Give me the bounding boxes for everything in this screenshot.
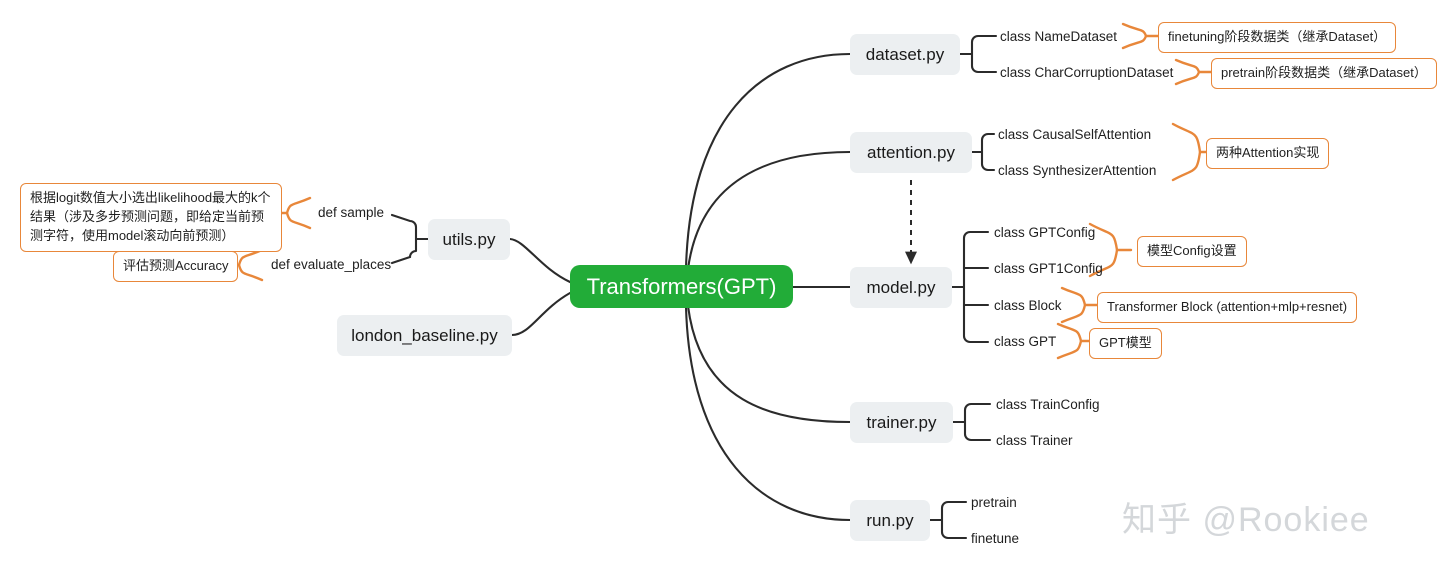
node-attention-py[interactable]: attention.py [850,132,972,173]
leaf-def-evaluate-places[interactable]: def evaluate_places [271,257,392,272]
node-trainer-py[interactable]: trainer.py [850,402,953,443]
edge-root-run [684,305,852,522]
leaf-class-gpt1config[interactable]: class GPT1Config [994,261,1103,276]
leaf-class-block[interactable]: class Block [994,298,1062,313]
node-run-py[interactable]: run.py [850,500,930,541]
leaf-class-gptconfig[interactable]: class GPTConfig [994,225,1096,240]
leaf-class-gpt[interactable]: class GPT [994,334,1057,349]
root-left-curves [508,237,572,337]
leaf-class-trainconfig[interactable]: class TrainConfig [996,397,1100,412]
leaf-class-charcorruptiondataset[interactable]: class CharCorruptionDataset [1000,65,1174,80]
leaf-class-synthesizerattention[interactable]: class SynthesizerAttention [998,163,1157,178]
brace-charcorruption [1174,58,1201,86]
brace-namedataset [1121,22,1148,50]
brace-evaluate [237,248,264,282]
leaf-pretrain[interactable]: pretrain [971,495,1017,510]
edge-root-utils [508,237,572,284]
brace-gpt [1056,322,1083,360]
edge-root-attention [686,150,852,271]
note-namedataset[interactable]: finetuning阶段数据类（继承Dataset） [1158,22,1397,53]
bracket-utils [390,213,430,265]
note-gpt-model[interactable]: GPT模型 [1089,328,1162,359]
orange-brace-connectors [227,22,1214,360]
node-dataset-py[interactable]: dataset.py [850,34,960,75]
edge-root-london [510,291,572,337]
note-evaluate-accuracy[interactable]: 评估预测Accuracy [113,251,239,282]
note-transformer-block[interactable]: Transformer Block (attention+mlp+resnet) [1097,292,1358,323]
bracket-trainer [951,402,992,442]
edge-root-dataset [684,52,852,270]
leaf-finetune[interactable]: finetune [971,531,1020,546]
node-utils-py[interactable]: utils.py [428,219,510,260]
note-charcorruption[interactable]: pretrain阶段数据类（继承Dataset） [1211,58,1437,89]
brace-block [1060,286,1087,324]
bracket-attention [970,132,996,172]
leaf-class-namedataset[interactable]: class NameDataset [1000,29,1118,44]
bracket-model [950,230,990,344]
bracket-dataset [958,34,998,74]
note-model-config[interactable]: 模型Config设置 [1137,236,1247,267]
root-branch-curves [684,52,852,522]
leaf-def-sample[interactable]: def sample [318,205,385,220]
edge-root-trainer [686,304,852,424]
leaf-class-trainer[interactable]: class Trainer [996,433,1073,448]
node-model-py[interactable]: model.py [850,267,952,308]
brace-sample [285,196,312,230]
brace-attention-pair [1171,122,1202,182]
note-attention-impl[interactable]: 两种Attention实现 [1206,138,1330,169]
watermark: 知乎 @Rookiee [1122,501,1370,539]
leaf-class-causalselfattention[interactable]: class CausalSelfAttention [998,127,1152,142]
bracket-run [928,500,968,540]
root-node[interactable]: Transformers(GPT) [570,265,793,308]
node-london-baseline-py[interactable]: london_baseline.py [337,315,512,356]
note-sample-description[interactable]: 根据logit数值大小选出likelihood最大的k个结果（涉及多步预测问题，… [20,183,282,252]
